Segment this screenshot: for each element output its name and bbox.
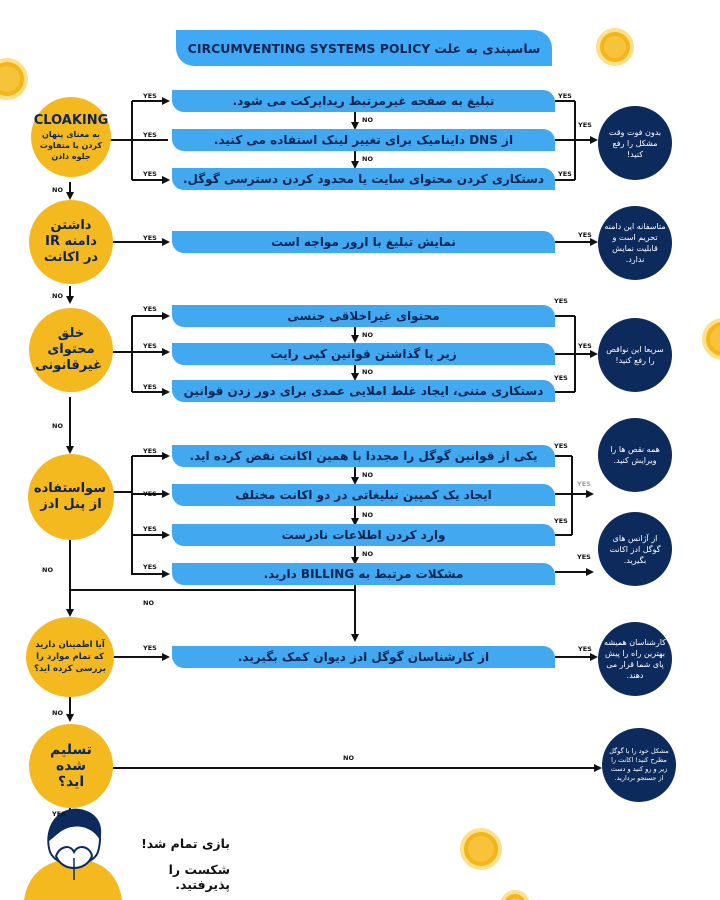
no-label: NO	[362, 368, 373, 376]
decision-checked-all: آیا اطمینان دارید که تمام موارد را بررسی…	[26, 617, 114, 697]
decision-ir-domain: داشتن دامنه IR در اکانت	[29, 200, 113, 284]
no-label: NO	[52, 709, 63, 717]
yes-label: YES	[143, 525, 157, 533]
yes-label: YES	[554, 442, 568, 450]
coin-icon	[596, 28, 634, 66]
decision-title: تسلیم شده اید؟	[50, 742, 92, 790]
no-label: NO	[143, 599, 154, 607]
yes-label: YES	[143, 305, 157, 313]
no-label: NO	[52, 186, 63, 194]
yes-label: YES	[143, 490, 157, 498]
yes-label: YES	[578, 342, 592, 350]
no-label: NO	[343, 754, 354, 762]
action-bar: یکی از قوانین گوگل را مجددا با همین اکان…	[172, 445, 555, 467]
action-bar: مشکلات مرتبط به BILLING دارید.	[172, 563, 555, 585]
action-bar: زیر پا گذاشتن قوانین کپی رایت	[172, 343, 555, 365]
final-line-2: شکست را پذیرفتید.	[168, 862, 230, 892]
action-bar: دستکاری کردن محتوای سایت یا محدود کردن د…	[172, 168, 555, 190]
no-label: NO	[362, 471, 373, 479]
yes-label: YES	[143, 234, 157, 242]
decision-title: آیا اطمینان دارید که تمام موارد را بررسی…	[34, 640, 106, 674]
decision-title: سواستفاده از پنل ادز	[33, 481, 106, 512]
no-label: NO	[52, 422, 63, 430]
yes-label: YES	[554, 297, 568, 305]
decision-title: داشتن دامنه IR در اکانت	[43, 218, 99, 265]
outcome-circle: از آژانس های گوگل ادز اکانت بگیرید.	[598, 512, 672, 586]
outcome-circle: کارشناسان همیشه بهترین راه را پیش پای شم…	[598, 622, 672, 696]
action-bar: از کارشناسان گوگل ادز دیوان کمک بگیرید.	[172, 646, 555, 668]
person-illustration	[24, 808, 122, 900]
action-bar: ایجاد یک کمپین تبلیغاتی در دو اکانت مختل…	[172, 484, 555, 506]
decision-subtitle: به معنای پنهان کردن یا متفاوت جلوه دادن	[39, 129, 103, 161]
yes-label: YES	[578, 231, 592, 239]
decision-illegal-content: خلق محتوای غیرقانونی	[29, 308, 113, 392]
outcome-circle: سریعا این نواقص را رفع کنید!	[598, 318, 672, 392]
no-label: NO	[362, 511, 373, 519]
yes-label: YES	[558, 92, 572, 100]
action-bar: نمایش تبلیغ با ارور مواجه است	[172, 231, 555, 253]
no-label: NO	[362, 550, 373, 558]
no-label: NO	[362, 116, 373, 124]
title-banner: CIRCUMVENTING SYSTEMS POLICY ساسپندی به …	[176, 30, 552, 66]
yes-label: YES	[143, 92, 157, 100]
decision-title: CLOAKING	[33, 112, 109, 128]
outcome-circle: بدون فوت وقت مشکل را رفع کنید!	[598, 106, 672, 180]
coin-icon	[460, 828, 502, 870]
no-label: NO	[42, 566, 53, 574]
yes-label: YES	[143, 131, 157, 139]
yes-label: YES	[554, 517, 568, 525]
yes-label: YES	[143, 342, 157, 350]
yes-label: YES	[577, 553, 591, 561]
yes-label: YES	[143, 644, 157, 652]
action-bar: وارد کردن اطلاعات نادرست	[172, 524, 555, 546]
yes-label: YES	[52, 810, 66, 818]
title-english: CIRCUMVENTING SYSTEMS POLICY	[187, 40, 431, 56]
yes-label: YES	[143, 563, 157, 571]
decision-give-up: تسلیم شده اید؟	[29, 724, 113, 808]
action-bar: تبلیغ به صفحه غیرمرتبط ریدایرکت می شود.	[172, 90, 555, 112]
yes-label: YES	[143, 383, 157, 391]
outcome-circle: همه نقص ها را ویرایش کنید.	[598, 418, 672, 492]
yes-label: YES	[143, 447, 157, 455]
action-bar: محتوای غیراخلاقی جنسی	[172, 305, 555, 327]
yes-label: YES	[558, 170, 572, 178]
yes-label: YES	[578, 121, 592, 129]
yes-label: YES	[578, 645, 592, 653]
yes-label: YES	[577, 480, 591, 488]
coin-icon	[0, 58, 28, 100]
decision-panel-abuse: سواستفاده از پنل ادز	[28, 454, 114, 540]
no-label: NO	[52, 292, 63, 300]
outcome-circle: مشکل خود را با گوگل مطرح کنید! اکانت را …	[602, 728, 676, 802]
yes-label: YES	[143, 170, 157, 178]
decision-title: خلق محتوای غیرقانونی	[35, 326, 102, 373]
action-bar: دستکاری متنی، ایجاد غلط املایی عمدی برای…	[172, 380, 555, 402]
no-label: NO	[362, 155, 373, 163]
final-line-1: بازی تمام شد!	[141, 836, 230, 851]
outcome-circle: متاسفانه این دامنه تحریم است و قابلیت نم…	[598, 206, 672, 280]
decision-cloaking: CLOAKING به معنای پنهان کردن یا متفاوت ج…	[31, 97, 111, 177]
no-label: NO	[362, 331, 373, 339]
yes-label: YES	[554, 374, 568, 382]
action-bar: از DNS داینامیک برای تغییر لینک استفاده …	[172, 129, 555, 151]
title-persian: ساسپندی به علت	[434, 40, 541, 56]
